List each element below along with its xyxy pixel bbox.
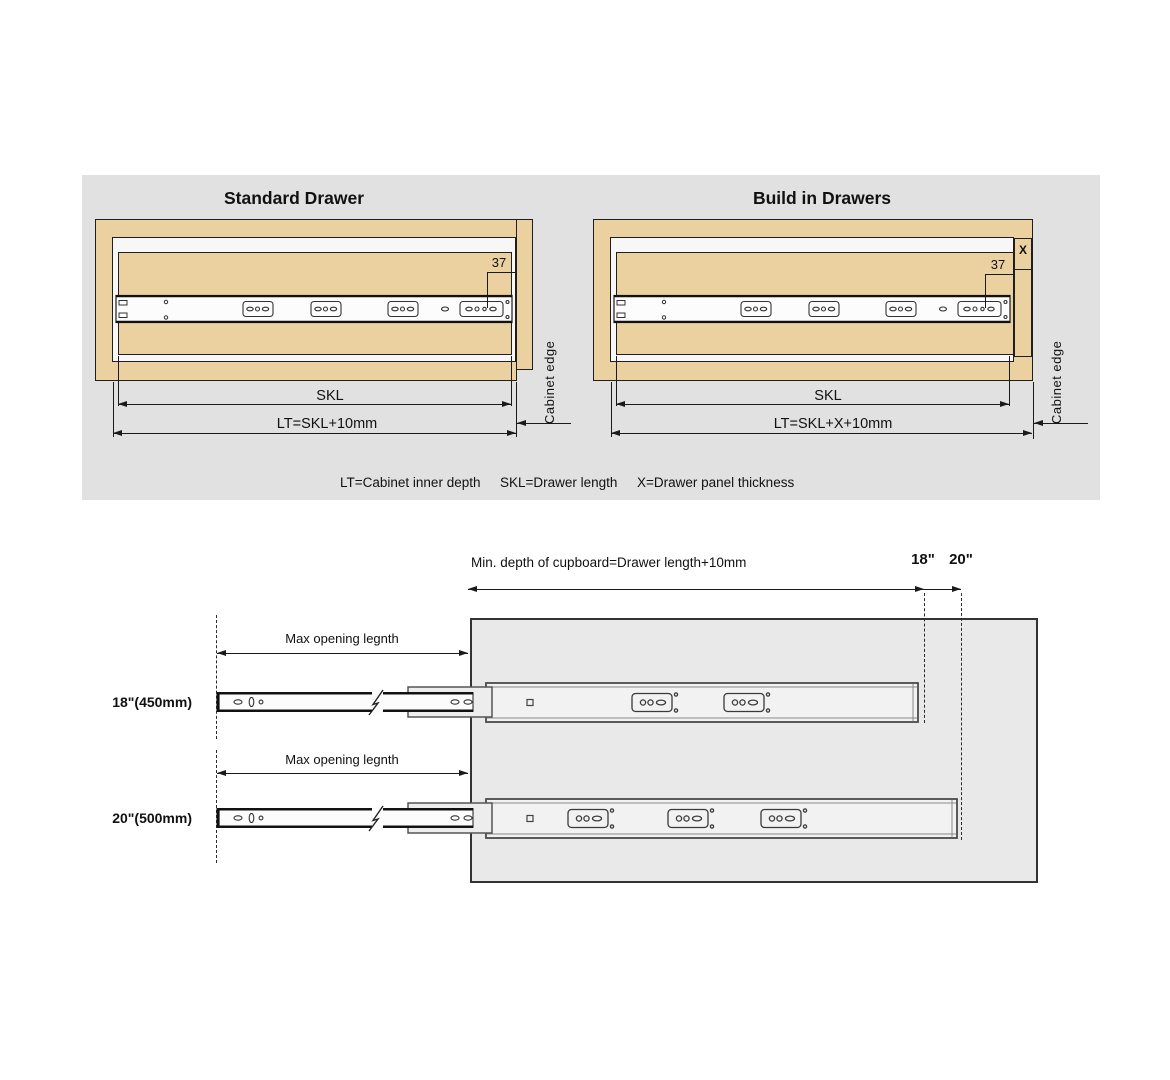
buildin-skl-ext-right (1009, 356, 1010, 406)
standard-skl-dimline (118, 400, 511, 407)
row-20-start-dash (216, 750, 217, 863)
min-depth-dimline-ext (924, 585, 961, 592)
buildin-dim37-line (985, 274, 1014, 275)
standard-skl-ext-right (511, 356, 512, 406)
standard-lt-label: LT=SKL+10mm (276, 416, 378, 432)
buildin-skl-ext-left (616, 356, 617, 406)
buildin-cabinet-edge-label: Cabinet edge (1049, 340, 1064, 424)
buildin-cabinet-edge-line (1033, 382, 1034, 439)
standard-lt-dimline (113, 429, 516, 436)
standard-drawer-title: Standard Drawer (223, 188, 365, 208)
standard-skl-label: SKL (316, 388, 344, 404)
dash-line-18 (924, 593, 925, 723)
row-20-max-opening-dimline (217, 769, 468, 776)
buildin-front-panel-strip (1014, 238, 1032, 357)
row-20-slide-graphic (216, 798, 958, 839)
standard-dim37-tick (487, 272, 488, 308)
row-20-label: 20"(500mm) (112, 810, 192, 826)
buildin-drawer-title: Build in Drawers (752, 188, 892, 208)
row-20-max-opening-label: Max opening legnth (285, 752, 399, 767)
legend-lt: LT=Cabinet inner depth (340, 475, 481, 490)
buildin-x-label: X (1018, 243, 1027, 257)
row-18-max-opening-dimline (217, 649, 468, 656)
row-18-start-dash (216, 615, 217, 739)
min-depth-dimline (468, 585, 924, 592)
buildin-dim37-tick (985, 274, 986, 308)
standard-skl-ext-left (118, 356, 119, 406)
row-18-max-opening-label: Max opening legnth (285, 631, 399, 646)
standard-lt-ext-left (113, 382, 114, 437)
buildin-skl-dimline (616, 400, 1009, 407)
legend-skl: SKL=Drawer length (500, 475, 618, 490)
break-symbol (368, 689, 384, 716)
buildin-lt-dimline (611, 429, 1032, 436)
standard-dim37-label: 37 (491, 255, 507, 270)
row-18-label: 18"(450mm) (112, 694, 192, 710)
break-symbol (368, 805, 384, 832)
buildin-dim37-label: 37 (990, 257, 1006, 272)
standard-dim37-line (487, 272, 516, 273)
min-depth-label: Min. depth of cupboard=Drawer length+10m… (471, 555, 747, 570)
buildin-lt-label: LT=SKL+X+10mm (773, 416, 893, 432)
buildin-lt-ext-left (611, 382, 612, 437)
standard-slide-rail-graphic (115, 294, 513, 324)
standard-cabinet-edge-label: Cabinet edge (542, 340, 557, 424)
mark-18-label: 18" (911, 551, 935, 568)
standard-cabinet-edge-strip (516, 219, 533, 370)
buildin-x-box (1015, 239, 1031, 270)
dash-line-20 (961, 593, 962, 840)
legend-x: X=Drawer panel thickness (637, 475, 795, 490)
standard-cabinet-edge-leader (517, 419, 571, 426)
standard-cabinet-edge-line (516, 382, 517, 437)
mark-20-label: 20" (949, 551, 973, 568)
buildin-cabinet-edge-leader (1034, 419, 1088, 426)
row-18-slide-graphic (216, 682, 919, 723)
buildin-slide-rail-graphic (613, 294, 1011, 324)
buildin-skl-label: SKL (814, 388, 842, 404)
